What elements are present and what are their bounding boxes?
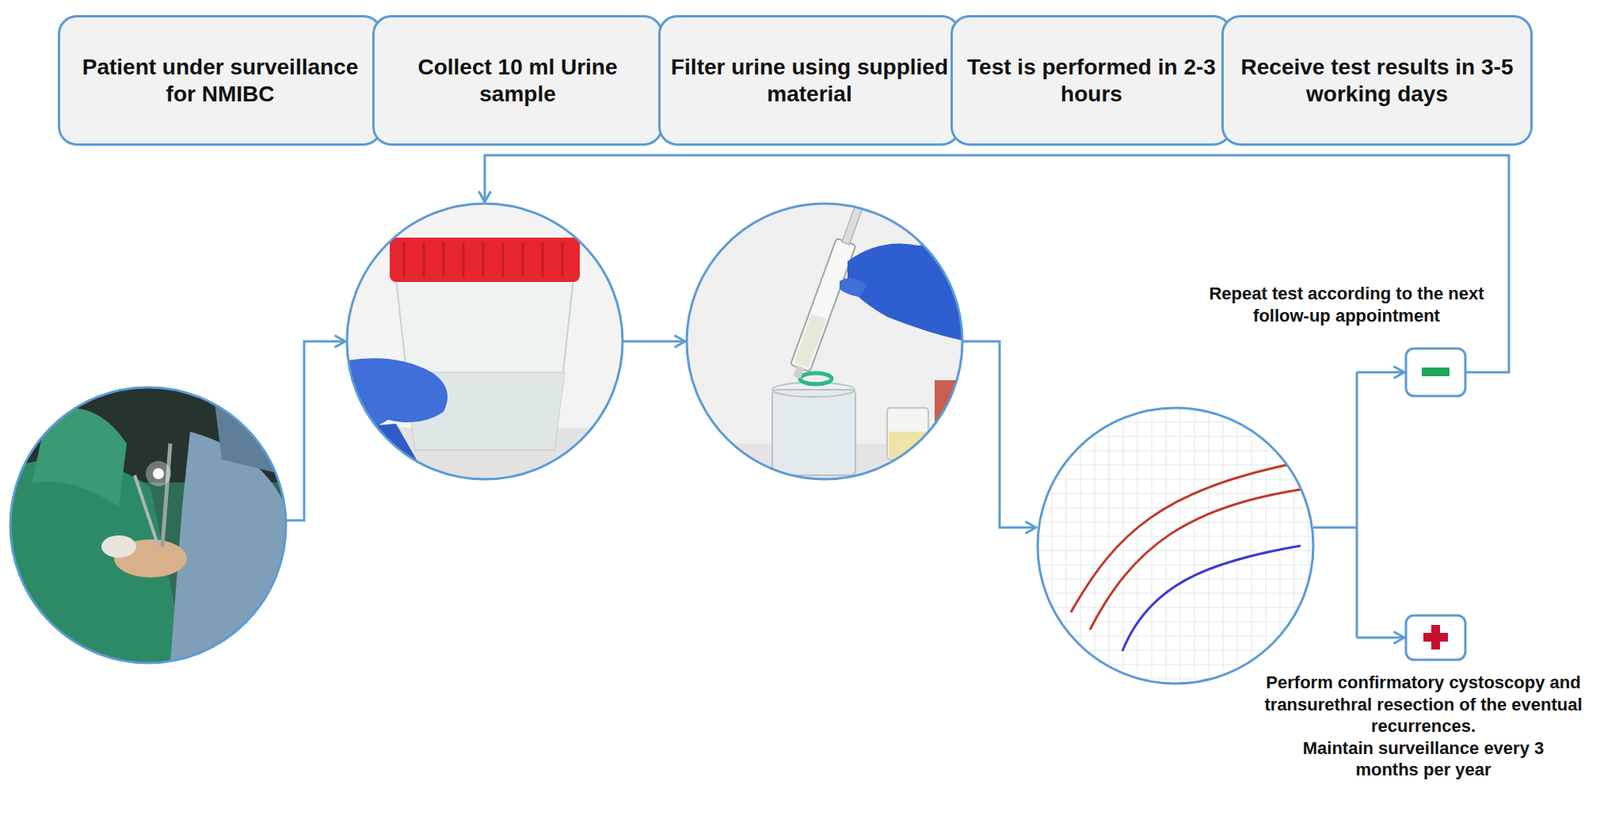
photo-ground [686, 203, 963, 480]
grid-line [1194, 407, 1196, 684]
grid-line [1066, 407, 1067, 684]
grid-line [1037, 521, 1314, 523]
grid-line [1108, 407, 1110, 684]
cup-lid [389, 237, 580, 282]
note-text: Repeat test according to the next follow… [1202, 282, 1492, 327]
amplification-plot [1037, 407, 1314, 684]
light [152, 468, 164, 480]
grid-line [1037, 564, 1314, 566]
grid-line [1237, 407, 1239, 684]
grid-line [1037, 464, 1314, 466]
photo-ground [10, 387, 286, 663]
grid-line [1180, 407, 1181, 684]
grid-line [1094, 407, 1096, 684]
grid-line [1308, 407, 1310, 684]
grid-line [1037, 607, 1314, 609]
grid-line [1037, 636, 1314, 637]
glove [346, 423, 428, 480]
drape [31, 407, 127, 507]
photo-frame [10, 387, 286, 663]
grid-line [1251, 407, 1253, 684]
curve [1089, 489, 1301, 630]
plot-grid [1037, 407, 1314, 684]
grid-line [1037, 507, 1314, 509]
syringe-filter [800, 373, 832, 385]
curve [1070, 464, 1291, 613]
result-box [1405, 615, 1466, 660]
process-box: Filter urine using supplied material [658, 15, 961, 146]
photo-frame [686, 203, 963, 480]
branch-line [1356, 372, 1359, 638]
box-text: Receive test results in 3-5 working days [1233, 53, 1521, 107]
grid-line [1037, 650, 1314, 652]
curve [1122, 545, 1301, 652]
glove [101, 535, 137, 558]
flow-arrow [1356, 371, 1405, 374]
grid-line [1208, 407, 1210, 684]
grid-line [1037, 593, 1314, 595]
flow-arrow [285, 341, 346, 521]
process-box: Patient under surveillance for NMIBC [57, 15, 383, 146]
grid-line [1137, 407, 1139, 684]
process-box: Test is performed in 2-3 hours [950, 15, 1233, 146]
syringe [780, 188, 880, 384]
branch-line [1313, 526, 1357, 530]
grid-line [1037, 479, 1314, 480]
grid-line [1037, 664, 1314, 666]
surgery-photo [10, 387, 286, 663]
flow-arrow [622, 340, 686, 343]
box-text: Test is performed in 2-3 hours [962, 53, 1221, 107]
grid-line [1037, 621, 1314, 623]
box-text: Collect 10 ml Urine sample [384, 53, 652, 107]
grid-line [1037, 450, 1314, 452]
grid-line [1165, 407, 1167, 684]
grid-line [1037, 579, 1314, 580]
grid-line [1037, 422, 1314, 423]
grid-line [1280, 407, 1281, 684]
note-text: Maintain surveillance every 3 months per… [1292, 737, 1555, 781]
glove [847, 237, 963, 341]
instrument [134, 475, 159, 547]
feedback-arrow [484, 155, 1509, 373]
grid-line [1222, 407, 1224, 684]
cup [396, 278, 574, 450]
urine-cup-photo [346, 203, 623, 480]
negative-symbol [1421, 367, 1450, 377]
grid-line [1080, 407, 1082, 684]
result-box [1405, 348, 1466, 397]
lid-ridges [403, 242, 563, 278]
grid-line [1037, 536, 1314, 538]
process-box: Receive test results in 3-5 working days [1221, 15, 1533, 146]
process-box: Collect 10 ml Urine sample [372, 15, 663, 146]
sample-liquid [888, 431, 927, 458]
filter-photo [686, 188, 967, 480]
photo-ground [346, 203, 623, 480]
plot-ground [1037, 407, 1314, 684]
grid-line [1151, 407, 1153, 684]
grid-line [1051, 407, 1053, 684]
photo-frame [1037, 407, 1314, 684]
light-glow [145, 460, 172, 487]
grid-line [1123, 407, 1124, 684]
beaker [772, 389, 856, 476]
positive-symbol [1431, 624, 1440, 650]
photo-frame [346, 203, 623, 480]
box-text: Patient under surveillance for NMIBC [69, 53, 371, 107]
grid-line [1037, 436, 1314, 438]
grid-line [1265, 407, 1267, 684]
note-text: Perform confirmatory cystoscopy and tran… [1253, 671, 1593, 738]
glove [839, 278, 868, 298]
flow-arrow [1356, 636, 1405, 640]
box-text: Filter urine using supplied material [670, 53, 949, 107]
instrument [162, 443, 171, 547]
flow-lines [285, 155, 1509, 638]
flow-arrow [962, 341, 1037, 528]
drape [213, 396, 286, 476]
